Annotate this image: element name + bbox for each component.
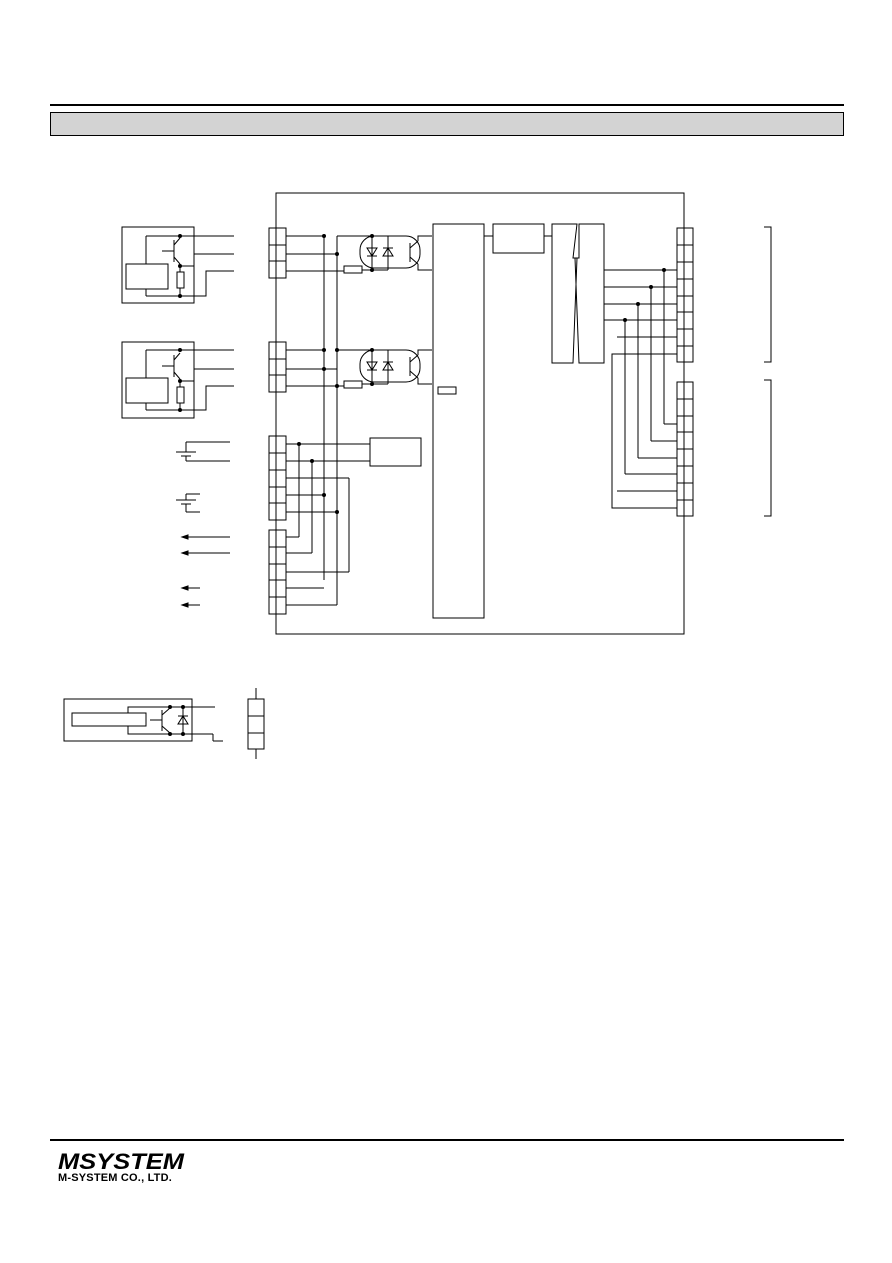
resistor-icon [343,380,363,389]
battery-icon [176,493,200,513]
sensor-1 [121,226,234,304]
input-channel-1 [286,234,432,605]
company-name: M-SYSTEM CO., LTD. [58,1172,173,1184]
terminal-block-d [268,529,287,615]
indicator-block [437,386,457,395]
converter-block [492,223,545,254]
sensor-2 [121,341,234,419]
msystem-logo: MSYSTEM [58,1150,188,1186]
detail-terminal-block [247,688,265,759]
power-wiring [286,442,370,606]
footer-rule [50,1139,844,1141]
photocoupler-icon [359,235,421,271]
power-supply-block [369,437,422,467]
diode-icon [177,707,189,734]
header-rule [50,104,844,106]
transistor-icon [162,237,181,265]
resistor-icon [343,265,363,274]
bracket-lower [764,379,772,517]
resistor-icon [176,271,185,289]
photocoupler-icon [359,349,421,385]
terminal-block-right-lower [676,381,694,517]
terminal-block-b [268,341,287,393]
section-title-bar [50,112,844,136]
terminal-block-a [268,227,287,279]
terminal-block-c [268,435,287,521]
output-block-1 [551,223,578,364]
output-wiring [604,268,677,509]
detail-sensor [63,698,223,742]
battery-icon [176,441,230,462]
output-block-2 [574,223,605,364]
transistor-icon [150,707,171,734]
arrow-icon [180,534,230,608]
transistor-icon [162,352,181,380]
input-channel-2 [286,348,432,389]
bracket-upper [764,226,772,363]
msystem-logo-icon: MSYSTEM [58,1150,185,1172]
processor-block [432,223,485,619]
logo-text: MSYSTEM [58,1150,185,1172]
unit-enclosure [275,192,685,635]
terminal-block-right-upper [676,227,694,363]
resistor-icon [176,386,185,404]
